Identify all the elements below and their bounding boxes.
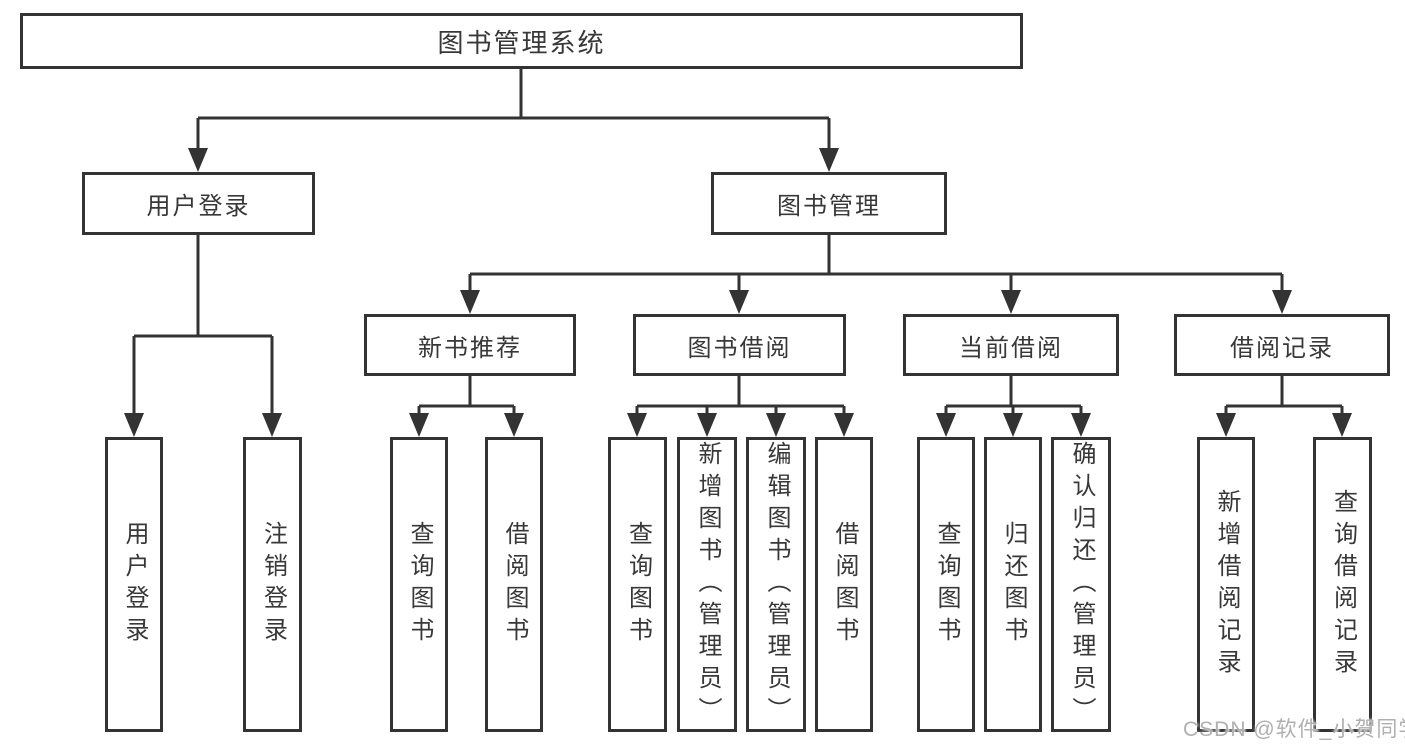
leaf-query-borrow-record: 查询借阅记录 [1313, 437, 1372, 732]
leaf-return-book: 归还图书 [984, 437, 1042, 732]
leaf-add-book-admin: 新增图书（管理员） [677, 437, 737, 732]
leaf-confirm-return-admin: 确认归还（管理员） [1051, 437, 1111, 732]
node-book-management: 图书管理 [711, 172, 947, 235]
arrowhead-icon [1001, 290, 1021, 314]
arrowhead-icon [262, 413, 282, 437]
node-new-book-recommend: 新书推荐 [364, 314, 576, 376]
node-current-borrow: 当前借阅 [903, 314, 1119, 376]
node-user-login: 用户登录 [82, 172, 315, 235]
arrowhead-icon [504, 413, 524, 437]
watermark: CSDN @软件_小贺同学 [1183, 718, 1405, 741]
leaf-query-books-2: 查询图书 [608, 437, 667, 732]
arrowhead-icon [766, 413, 786, 437]
leaf-add-borrow-record: 新增借阅记录 [1197, 437, 1255, 732]
arrowhead-icon [1216, 413, 1236, 437]
arrowhead-icon [729, 290, 749, 314]
arrowhead-icon [460, 290, 480, 314]
arrowhead-icon [409, 413, 429, 437]
arrowhead-icon [188, 148, 208, 172]
leaf-borrow-books-1: 借阅图书 [485, 437, 543, 732]
leaf-user-login: 用户登录 [105, 437, 163, 732]
arrowhead-icon [936, 413, 956, 437]
arrowhead-icon [1071, 413, 1091, 437]
arrowhead-icon [834, 413, 854, 437]
arrowhead-icon [697, 413, 717, 437]
connector-line [132, 69, 1344, 433]
node-system-root: 图书管理系统 [20, 13, 1023, 69]
node-book-borrow: 图书借阅 [633, 314, 846, 376]
arrowhead-icon [819, 148, 839, 172]
leaf-borrow-books-2: 借阅图书 [815, 437, 873, 732]
arrowhead-icon [627, 413, 647, 437]
arrowhead-icon [1272, 290, 1292, 314]
arrowhead-icon [1003, 413, 1023, 437]
arrowhead-icon [124, 413, 144, 437]
leaf-edit-book-admin: 编辑图书（管理员） [746, 437, 806, 732]
leaf-query-books-3: 查询图书 [917, 437, 975, 732]
arrowhead-icon [1332, 413, 1352, 437]
leaf-query-books-1: 查询图书 [390, 437, 448, 732]
leaf-logout: 注销登录 [243, 437, 302, 732]
node-borrow-record: 借阅记录 [1174, 314, 1390, 376]
